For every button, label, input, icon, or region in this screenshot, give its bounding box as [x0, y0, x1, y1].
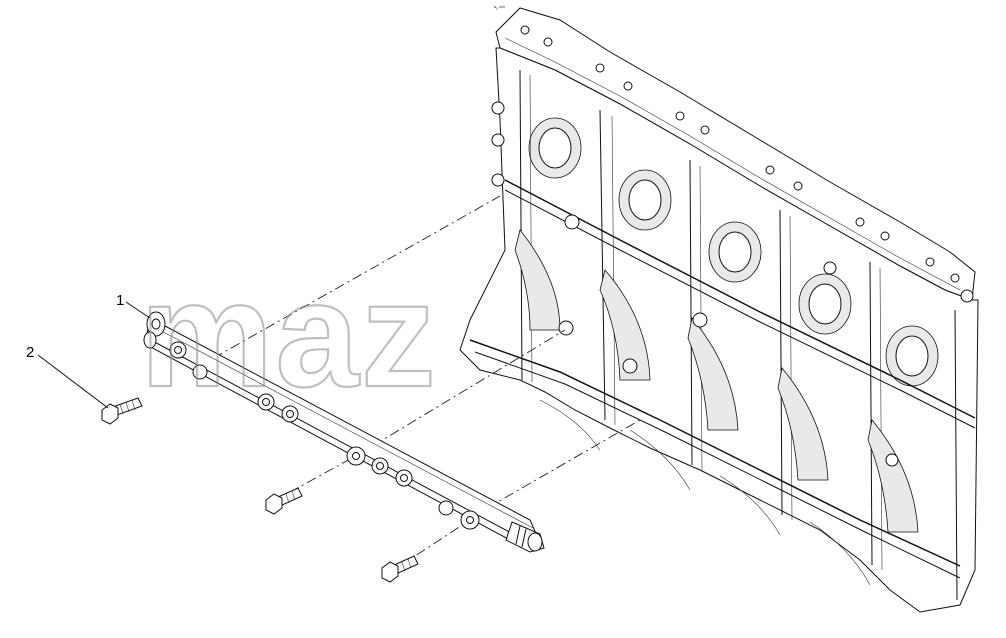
rail-pressure-sensor	[505, 521, 545, 553]
corner-mark: ᵃ₀ ᵒᵒᵒ	[494, 5, 505, 11]
block-rails	[469, 179, 976, 579]
callout-1-number: 1	[116, 292, 124, 309]
deck-holes	[520, 25, 960, 283]
block-front-face	[459, 47, 979, 613]
rail-outlets	[169, 341, 480, 530]
bolt	[101, 397, 143, 425]
callout-2-number: 2	[26, 344, 34, 361]
block-side-bosses	[491, 101, 974, 467]
callout-2: 2	[26, 344, 109, 409]
bolt-3	[381, 555, 419, 583]
engine-block	[459, 7, 979, 613]
watermark-text: maz	[140, 250, 438, 418]
block-ribs	[519, 69, 958, 601]
bolt-2	[265, 487, 303, 515]
callout-1: 1	[116, 292, 151, 319]
crankcase-arches	[514, 229, 919, 586]
cylinder-bosses	[528, 117, 939, 387]
fuel-rail	[143, 311, 545, 553]
